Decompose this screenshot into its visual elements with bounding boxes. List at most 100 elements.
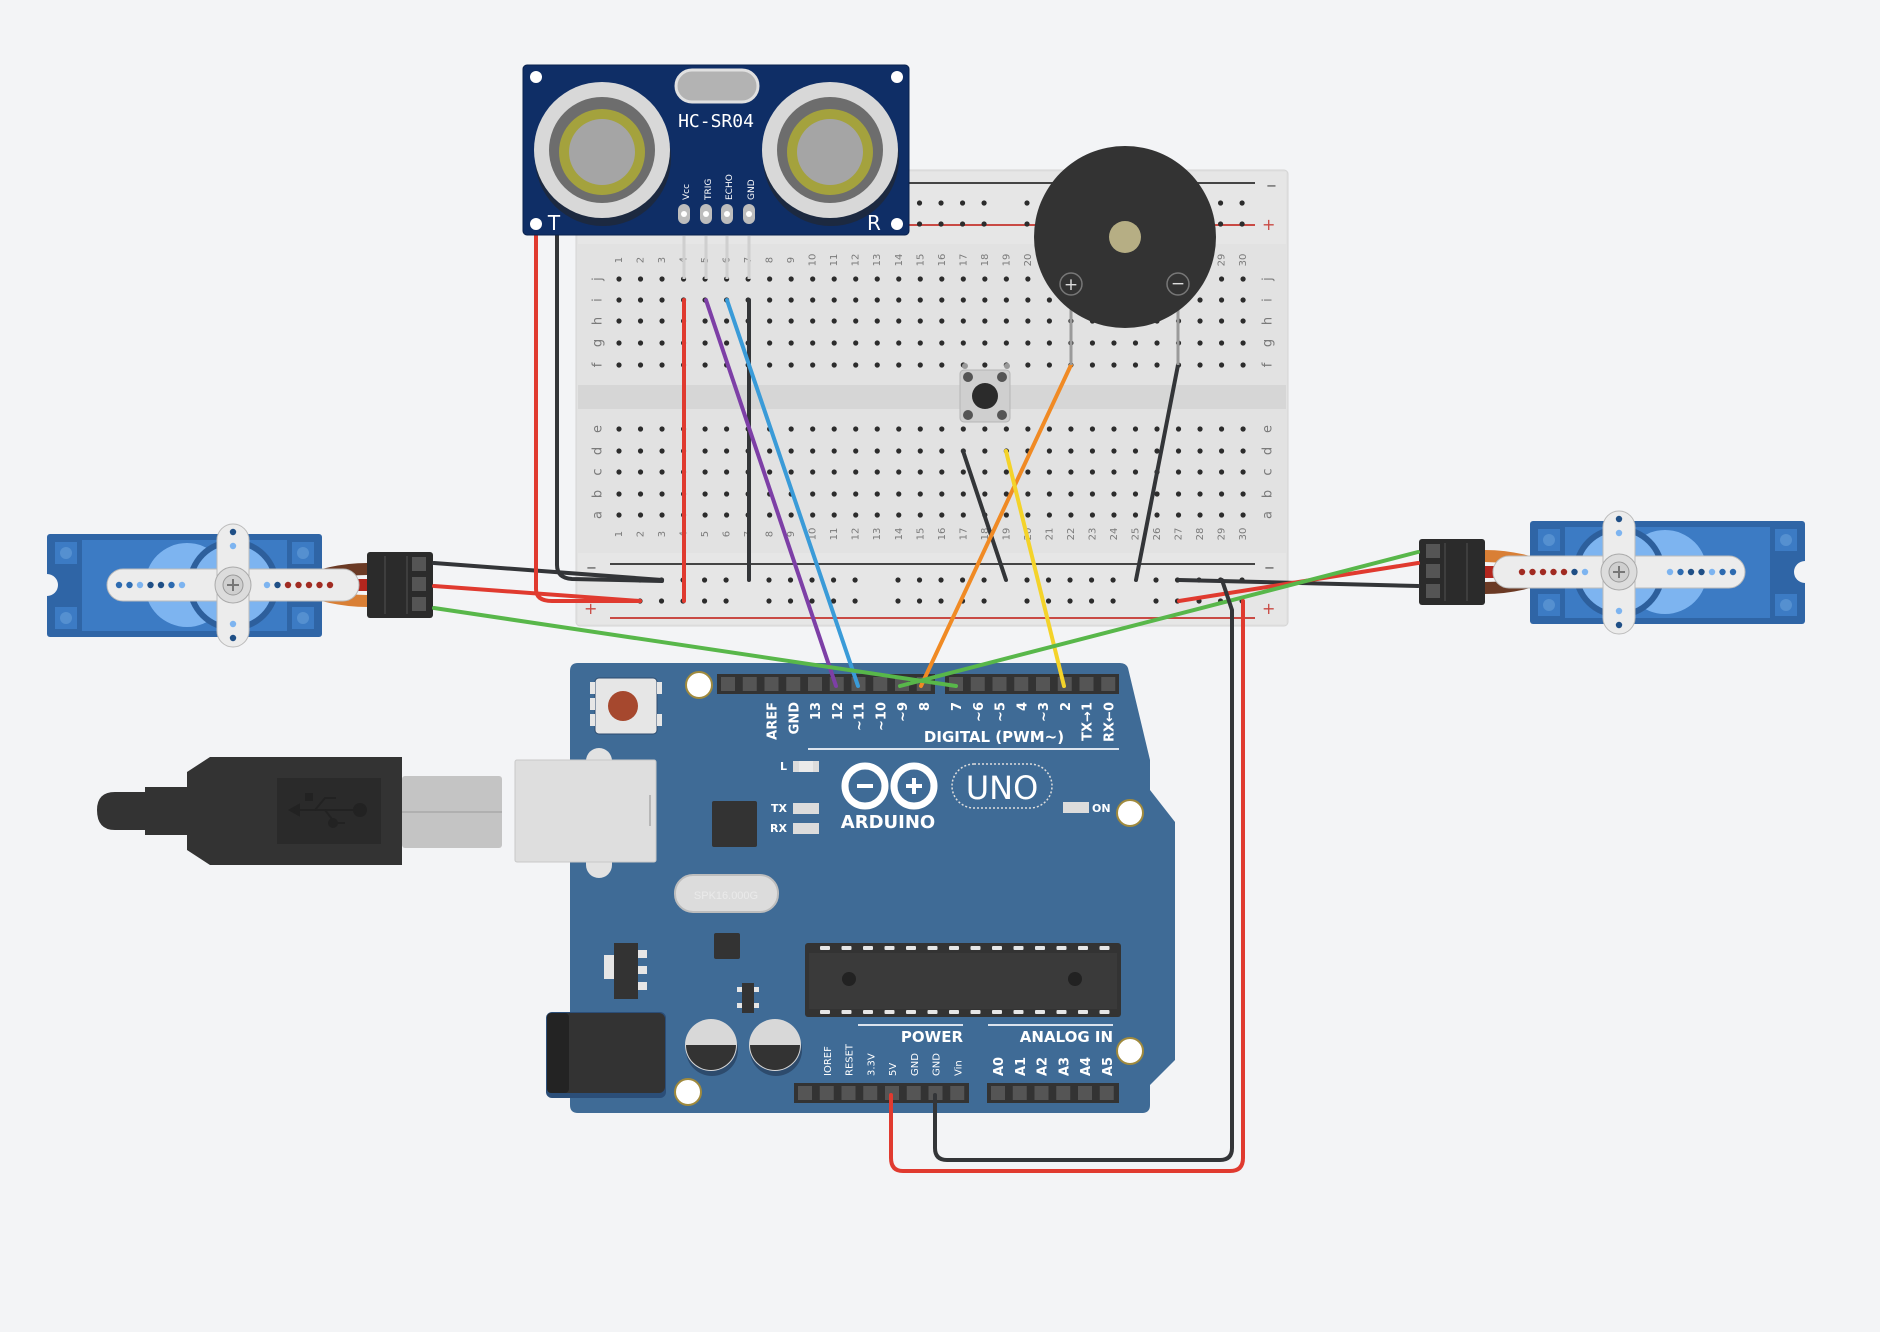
breadboard-hole[interactable] (960, 512, 966, 518)
wire-black-buzzer-gnd[interactable] (1134, 363, 1180, 582)
breadboard-hole[interactable] (1003, 318, 1009, 324)
breadboard-hole[interactable] (1154, 340, 1160, 346)
breadboard-hole[interactable] (982, 469, 988, 475)
rail-hole[interactable] (1110, 598, 1116, 604)
breadboard-hole[interactable] (659, 297, 665, 303)
header-socket[interactable] (1036, 677, 1050, 691)
breadboard-hole[interactable] (702, 362, 708, 368)
breadboard-hole[interactable] (637, 448, 644, 454)
breadboard-hole[interactable] (1046, 340, 1052, 346)
connector-socket[interactable] (412, 557, 426, 571)
wire-blue-echo[interactable] (725, 298, 860, 688)
rail-hole[interactable] (1153, 577, 1159, 583)
breadboard-hole[interactable] (1046, 491, 1052, 497)
header-socket[interactable] (786, 677, 801, 691)
reset-button[interactable] (590, 677, 662, 735)
breadboard-hole[interactable] (788, 448, 794, 454)
breadboard-hole[interactable] (896, 426, 902, 432)
breadboard-hole[interactable] (1132, 362, 1139, 368)
breadboard-hole[interactable] (896, 491, 902, 497)
breadboard-hole[interactable] (616, 469, 622, 475)
breadboard-hole[interactable] (788, 297, 794, 303)
breadboard-hole[interactable] (939, 426, 945, 432)
rail-hole[interactable] (981, 200, 987, 206)
rail-hole[interactable] (938, 221, 944, 227)
breadboard-hole[interactable] (896, 340, 902, 346)
breadboard-hole[interactable] (659, 469, 665, 475)
rail-hole[interactable] (1024, 577, 1030, 583)
header-socket[interactable] (906, 1086, 921, 1100)
header-socket[interactable] (819, 1086, 834, 1100)
breadboard-hole[interactable] (1197, 491, 1203, 497)
rail-hole[interactable] (1239, 200, 1245, 206)
rail-hole[interactable] (916, 598, 923, 604)
breadboard-hole[interactable] (831, 512, 837, 518)
breadboard-hole[interactable] (724, 469, 730, 475)
breadboard-hole[interactable] (637, 512, 644, 518)
rail-hole[interactable] (766, 598, 772, 604)
breadboard-hole[interactable] (1132, 491, 1139, 497)
breadboard-hole[interactable] (939, 318, 945, 324)
breadboard-hole[interactable] (616, 318, 622, 324)
breadboard-hole[interactable] (1003, 491, 1009, 497)
breadboard-hole[interactable] (1089, 362, 1096, 368)
header-socket[interactable] (1056, 1086, 1071, 1100)
breadboard-hole[interactable] (1154, 448, 1160, 454)
breadboard-hole[interactable] (767, 276, 773, 282)
breadboard-hole[interactable] (1025, 276, 1031, 282)
breadboard-hole[interactable] (1003, 469, 1009, 475)
breadboard-hole[interactable] (1089, 512, 1096, 518)
breadboard-hole[interactable] (702, 448, 708, 454)
breadboard-hole[interactable] (810, 340, 816, 346)
breadboard-hole[interactable] (724, 491, 730, 497)
breadboard-hole[interactable] (853, 297, 859, 303)
breadboard-hole[interactable] (637, 276, 644, 282)
breadboard-hole[interactable] (1175, 426, 1182, 432)
breadboard-hole[interactable] (724, 512, 730, 518)
rail-hole[interactable] (787, 598, 794, 604)
breadboard-hole[interactable] (1240, 318, 1246, 324)
breadboard-hole[interactable] (659, 448, 665, 454)
breadboard-hole[interactable] (702, 318, 708, 324)
breadboard-hole[interactable] (788, 469, 794, 475)
header-socket[interactable] (1101, 677, 1116, 691)
breadboard-hole[interactable] (1111, 426, 1117, 432)
breadboard-hole[interactable] (874, 426, 880, 432)
breadboard-hole[interactable] (1068, 512, 1074, 518)
wire-black-left-servo-gnd[interactable] (432, 561, 664, 582)
breadboard-hole[interactable] (810, 276, 816, 282)
breadboard-hole[interactable] (917, 340, 923, 346)
breadboard-hole[interactable] (960, 340, 966, 346)
breadboard-hole[interactable] (853, 469, 859, 475)
breadboard-hole[interactable] (917, 362, 923, 368)
breadboard-hole[interactable] (917, 448, 923, 454)
breadboard-hole[interactable] (788, 340, 794, 346)
breadboard-hole[interactable] (724, 448, 730, 454)
breadboard-hole[interactable] (939, 491, 945, 497)
power-header-socket[interactable] (794, 1083, 969, 1103)
breadboard-hole[interactable] (616, 362, 622, 368)
breadboard-hole[interactable] (616, 297, 622, 303)
breadboard-hole[interactable] (917, 491, 923, 497)
breadboard-hole[interactable] (724, 426, 730, 432)
header-socket[interactable] (1099, 1086, 1114, 1100)
rail-hole[interactable] (852, 598, 858, 604)
rail-hole[interactable] (723, 577, 729, 583)
wire-red-arduino-5v[interactable] (889, 599, 1245, 1173)
breadboard-hole[interactable] (1111, 469, 1117, 475)
usb-cable[interactable] (97, 757, 502, 865)
breadboard-hole[interactable] (1240, 448, 1246, 454)
rail-hole[interactable] (1217, 221, 1224, 227)
breadboard-hole[interactable] (960, 276, 966, 282)
breadboard-hole[interactable] (982, 297, 988, 303)
breadboard-hole[interactable] (939, 512, 945, 518)
breadboard-hole[interactable] (616, 276, 622, 282)
sensor-pins[interactable] (678, 204, 755, 224)
rail-hole[interactable] (1088, 598, 1095, 604)
breadboard-hole[interactable] (1218, 469, 1225, 475)
breadboard-hole[interactable] (1197, 512, 1203, 518)
header-socket[interactable] (808, 677, 822, 691)
wire-black-arduino-gnd[interactable] (933, 578, 1234, 1162)
breadboard-hole[interactable] (724, 340, 730, 346)
